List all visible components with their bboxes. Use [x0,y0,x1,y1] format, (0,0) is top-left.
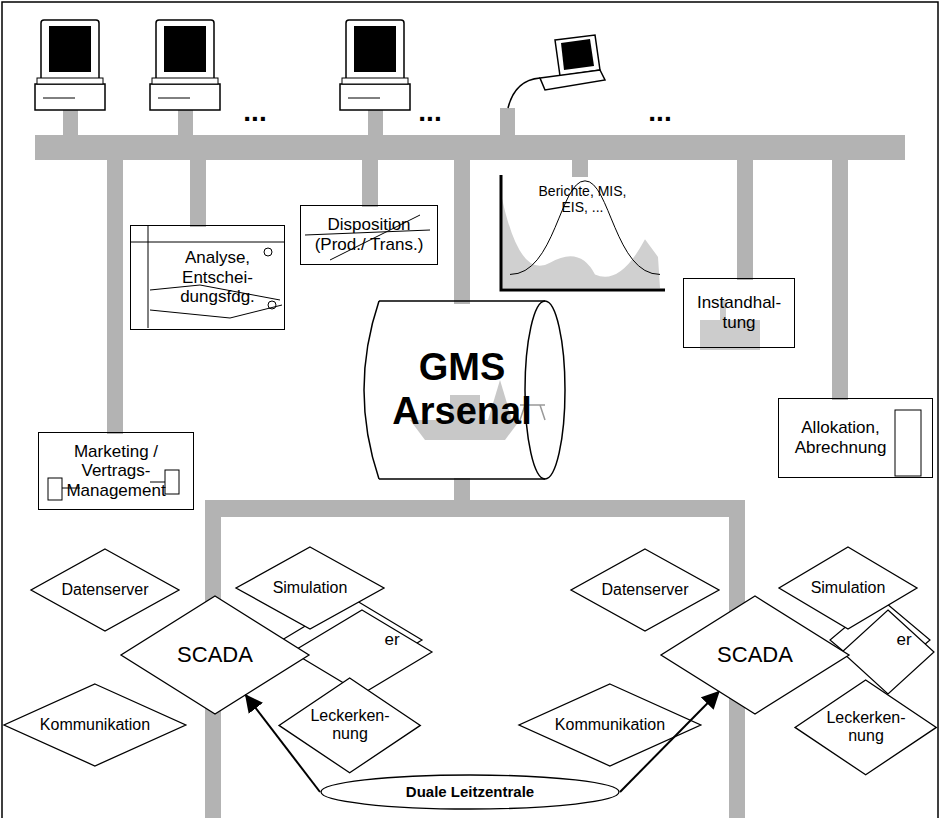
network-bus [35,135,905,160]
report-chart: Berichte, MIS, EIS, ... [500,175,665,292]
node-text: Allokation, Abrechnung [787,418,895,457]
decision-diamond: Leckerken- nung [794,679,937,776]
node-text: Duale Leitzentrale [406,783,534,800]
ellipsis-dots: ... [418,96,441,128]
decision-diamond: Simulation [778,546,918,630]
node-text: Instandhal- tung [691,293,787,332]
process-box: Instandhal- tung [683,278,795,348]
process-box: Disposition (Prod./ Trans.) [300,205,438,265]
node-text: Disposition (Prod./ Trans.) [308,215,430,254]
workstation-icon [35,20,105,110]
node-text: Marketing / Vertrags-Management [46,442,186,501]
laptop-icon [508,35,605,108]
workstation-icon [150,20,220,110]
process-box: Marketing / Vertrags-Management [38,432,194,510]
node-text: Datenserver [601,581,688,599]
node-text: Leckerken- nung [823,709,909,746]
decision-diamond: SCADA [120,595,310,715]
box-decoration [48,215,921,500]
ellipsis-dots: ... [243,96,266,128]
database-cylinder: GMS Arsenal [357,300,567,480]
node-text: Kommunikation [40,716,150,734]
node-text: Berichte, MIS, EIS, ... [528,183,638,215]
decision-diamond: Leckerken- nung [278,677,421,774]
process-box: Allokation, Abrechnung [778,398,933,478]
node-text: SCADA [717,642,793,667]
decision-diamond: Datenserver [570,548,720,632]
decision-diamond: Simulation [235,546,385,630]
network-bus [205,500,745,517]
hidden-label: er [896,630,911,650]
control-center-ellipse: Duale Leitzentrale [320,774,620,810]
decision-diamond: Datenserver [30,548,180,632]
node-text: Analyse, Entschei- dungsfdg. [162,248,274,307]
decision-diamond: SCADA [660,595,850,715]
ellipsis-dots: ... [648,96,671,128]
decision-diamond: Kommunikation [518,683,702,767]
process-box: Analyse, Entschei- dungsfdg. [130,225,285,330]
node-text: Simulation [811,579,886,597]
arrow-connector [620,692,719,792]
arrow-connector [246,695,320,792]
workstation-icon [340,20,410,110]
node-text: GMS Arsenal [387,346,537,433]
decision-diamond: Kommunikation [3,683,187,767]
node-text: Simulation [273,579,348,597]
node-text: Datenserver [61,581,148,599]
node-text: SCADA [177,642,253,667]
node-text: Kommunikation [555,716,665,734]
hidden-label: er [384,630,399,650]
node-text: Leckerken- nung [307,707,393,744]
